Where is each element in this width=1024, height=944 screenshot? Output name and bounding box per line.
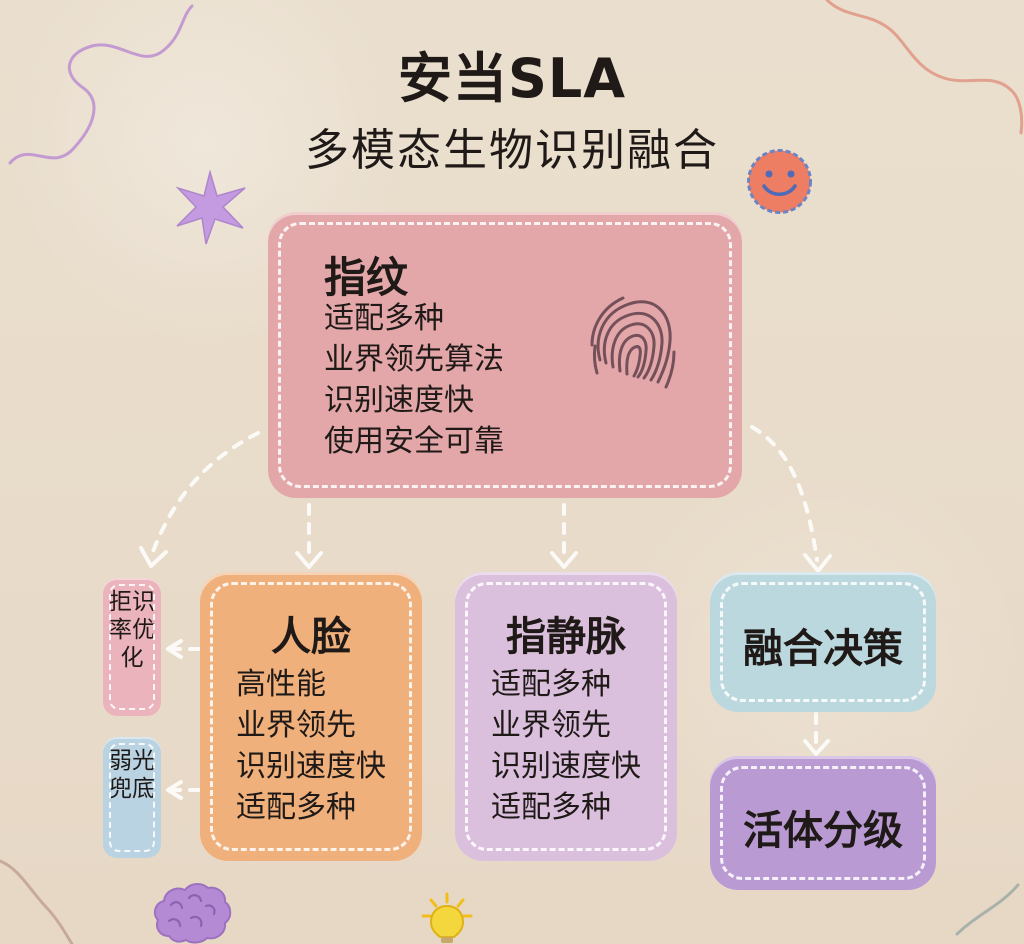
- fingerprint-card: 指纹 适配多种 业界领先算法 识别速度快 使用安全可靠: [268, 212, 742, 498]
- low-light-label: 弱光兜底: [109, 748, 155, 802]
- fingerprint-line-2: 业界领先算法: [324, 342, 504, 377]
- arrowhead-face: [295, 551, 323, 569]
- finger-vein-lines: 适配多种 业界领先 识别速度快 适配多种: [491, 664, 641, 828]
- fusion-decision-label: 融合决策: [743, 626, 903, 672]
- page-subtitle: 多模态生物识别融合: [305, 125, 719, 176]
- finger-vein-line-2: 业界领先: [491, 708, 611, 743]
- face-line-2: 业界领先: [236, 708, 356, 743]
- face-line-4: 适配多种: [236, 790, 356, 825]
- face-line-1: 高性能: [236, 667, 326, 702]
- arrowhead-fusion: [803, 553, 832, 573]
- fingerprint-line-1: 适配多种: [324, 301, 444, 336]
- bottom-left-squiggle: [0, 859, 74, 944]
- fusion-decision-card: 融合决策: [710, 572, 936, 712]
- arrowhead-low-light: [166, 780, 183, 800]
- star-icon: [175, 170, 246, 245]
- connector-to-fusion: [750, 425, 819, 562]
- finger-vein-title: 指静脉: [506, 614, 626, 660]
- fingerprint-icon: [590, 296, 676, 389]
- reject-rate-note: 拒识率优化: [103, 578, 161, 716]
- fingerprint-title: 指纹: [324, 253, 409, 302]
- finger-vein-line-1: 适配多种: [491, 667, 611, 702]
- page-title: 安当SLA: [397, 47, 627, 110]
- smiley-icon: [747, 149, 812, 214]
- finger-vein-line-4: 适配多种: [491, 790, 611, 825]
- fingerprint-lines: 适配多种 业界领先算法 识别速度快 使用安全可靠: [324, 298, 504, 462]
- bottom-right-squiggle: [955, 883, 1020, 936]
- face-card: 人脸 高性能 业界领先 识别速度快 适配多种: [200, 572, 422, 861]
- face-title: 人脸: [271, 614, 351, 660]
- arrowhead-left-top: [139, 546, 168, 568]
- arrowhead-vein: [550, 551, 578, 569]
- arrowhead-liveness: [803, 739, 830, 756]
- connector-left-to-reject-rate: [149, 431, 260, 559]
- low-light-note: 弱光兜底: [103, 737, 161, 858]
- face-lines: 高性能 业界领先 识别速度快 适配多种: [236, 664, 386, 828]
- finger-vein-line-3: 识别速度快: [491, 749, 641, 784]
- brain-icon: [153, 883, 232, 944]
- lightbulb-icon: [421, 892, 473, 943]
- face-line-3: 识别速度快: [236, 749, 386, 784]
- liveness-grading-card: 活体分级: [710, 756, 936, 890]
- liveness-grading-label: 活体分级: [743, 808, 903, 854]
- finger-vein-card: 指静脉 适配多种 业界领先 识别速度快 适配多种: [455, 572, 677, 861]
- fingerprint-line-4: 使用安全可靠: [324, 424, 504, 459]
- arrowhead-reject-rate: [166, 639, 183, 659]
- fingerprint-line-3: 识别速度快: [324, 383, 474, 418]
- reject-rate-label: 拒识率优化: [109, 589, 155, 671]
